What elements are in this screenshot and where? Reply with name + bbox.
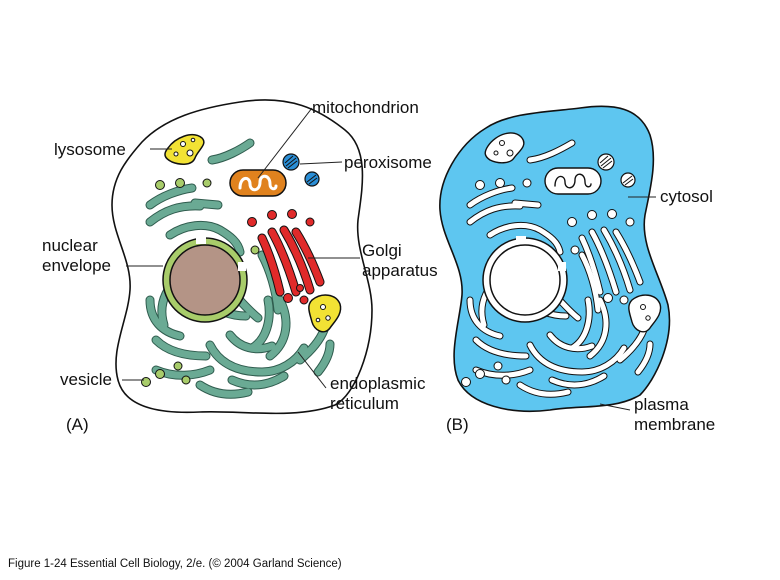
leaders-b	[599, 196, 656, 411]
label-er-1: endoplasmic	[330, 374, 426, 393]
label-er-2: reticulum	[330, 394, 399, 413]
lysosome-a-2	[308, 294, 342, 333]
label-plasma-membrane-2: membrane	[634, 415, 715, 434]
label-peroxisome: peroxisome	[344, 153, 432, 172]
label-golgi-1: Golgi	[362, 241, 402, 260]
label-nuclear-envelope-2: envelope	[42, 256, 111, 275]
cell-b	[439, 105, 671, 413]
vesicles-a	[141, 178, 260, 387]
label-cytosol: cytosol	[660, 187, 713, 206]
panel-label-a: (A)	[66, 415, 89, 434]
label-golgi-2: apparatus	[362, 261, 438, 280]
nucleus-a	[162, 236, 248, 323]
figure-caption: Figure 1-24 Essential Cell Biology, 2/e.…	[8, 558, 342, 570]
label-mitochondrion: mitochondrion	[312, 98, 419, 117]
label-nuclear-envelope-1: nuclear	[42, 236, 98, 255]
label-lysosome: lysosome	[54, 140, 126, 159]
leaders-a	[122, 107, 360, 389]
label-plasma-membrane-1: plasma	[634, 395, 689, 414]
mitochondrion-a	[229, 169, 287, 197]
cell-a	[111, 99, 373, 415]
lysosome-a	[164, 134, 205, 165]
peroxisome-a	[282, 153, 320, 187]
golgi-apparatus-a	[247, 209, 325, 305]
panel-label-b: (B)	[446, 415, 469, 434]
label-vesicle: vesicle	[60, 370, 112, 389]
